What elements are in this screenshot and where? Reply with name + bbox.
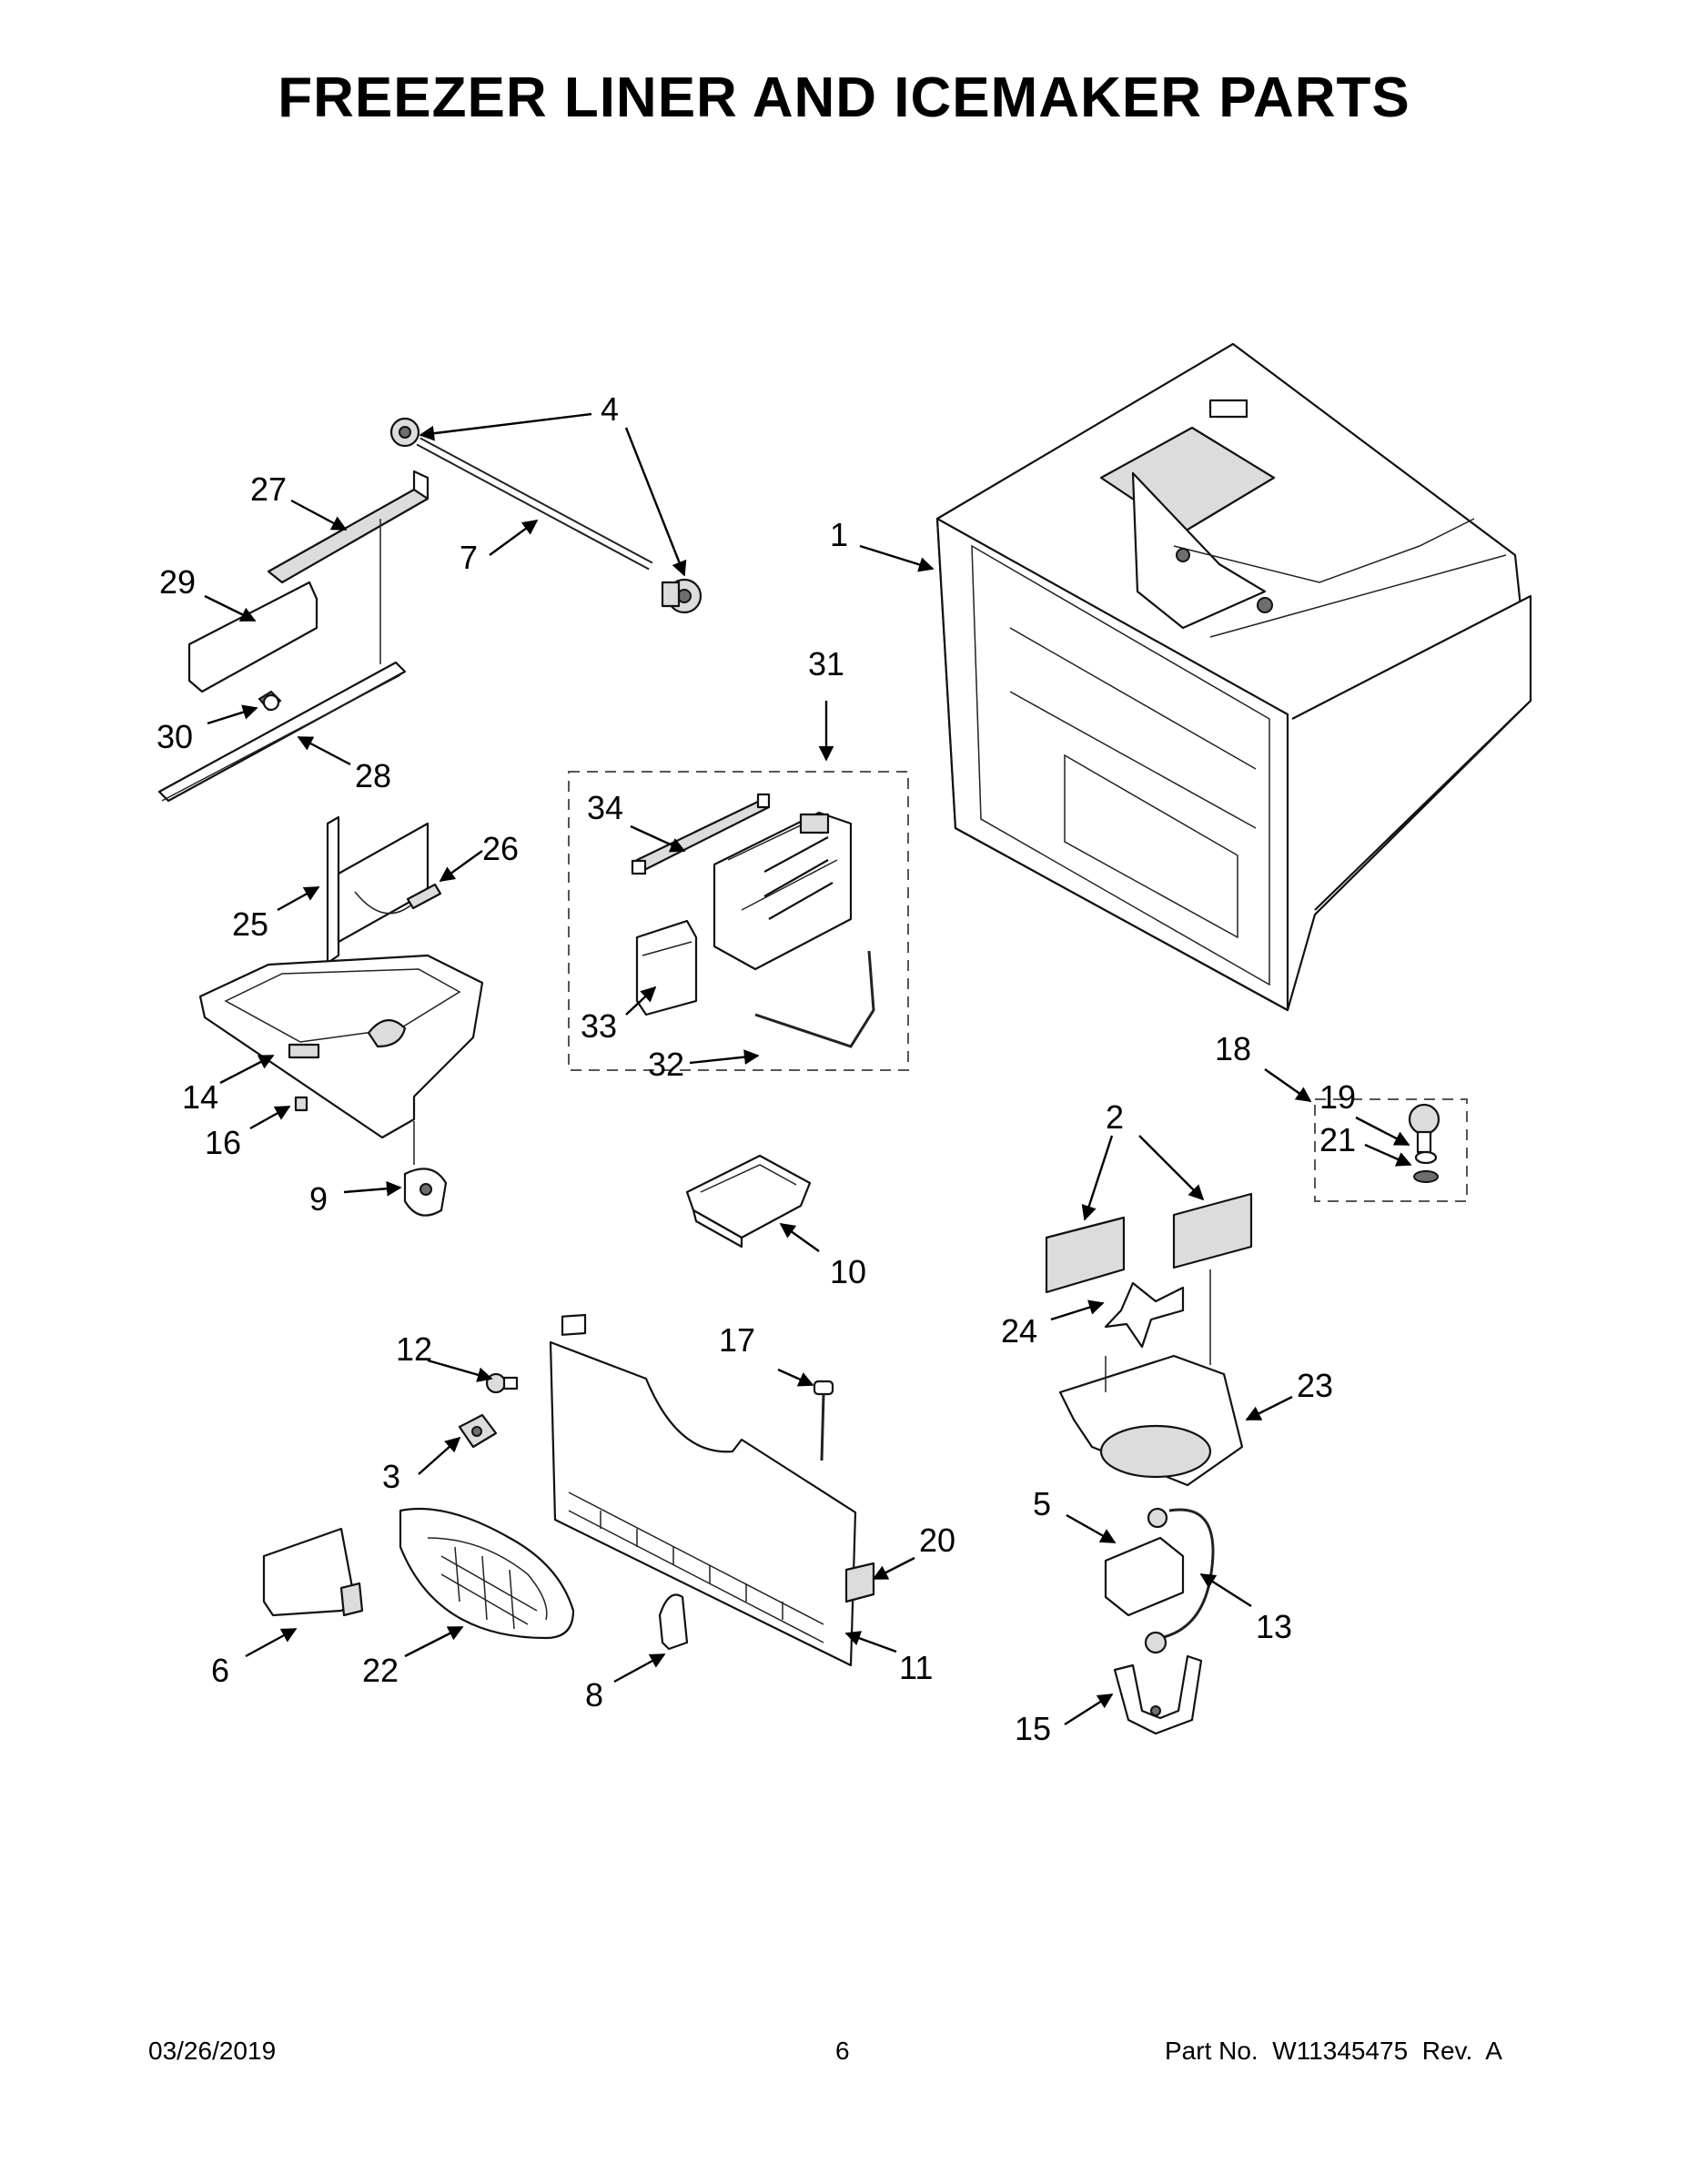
- evaporator-fan-motor[interactable]: [1104, 1507, 1215, 1735]
- callout-18: 18: [1215, 1030, 1251, 1067]
- callout-34: 34: [587, 789, 623, 826]
- callout-25: 25: [232, 905, 268, 943]
- callout-29: 29: [159, 563, 196, 601]
- callout-30: 30: [157, 718, 193, 755]
- callout-21: 21: [1319, 1121, 1356, 1158]
- retainer-clip-part[interactable]: [658, 1593, 689, 1651]
- auger-gear-part[interactable]: [389, 417, 702, 614]
- callout-24: 24: [1001, 1312, 1037, 1350]
- ice-bucket-housing[interactable]: [198, 954, 484, 1217]
- callout-31: 31: [808, 645, 844, 682]
- callout-14: 14: [182, 1078, 218, 1116]
- footer-part-number: Part No. W11345475 Rev. A: [1165, 2037, 1502, 2065]
- callout-1: 1: [830, 516, 848, 553]
- callout-33: 33: [581, 1007, 617, 1045]
- water-valve-part[interactable]: [1408, 1103, 1440, 1183]
- valve-kit-outline: [1314, 1098, 1468, 1202]
- fan-assembly[interactable]: [1045, 1192, 1253, 1487]
- leader-lines: [204, 412, 1412, 1726]
- footer-page-number: 6: [835, 2037, 850, 2065]
- callout-10: 10: [830, 1253, 866, 1290]
- callout-32: 32: [648, 1046, 684, 1083]
- callout-7: 7: [460, 539, 478, 576]
- callout-15: 15: [1015, 1710, 1051, 1747]
- callout-28: 28: [355, 757, 391, 794]
- icemaker-assembly[interactable]: [631, 793, 875, 1048]
- callout-2: 2: [1106, 1098, 1124, 1136]
- air-grille-part[interactable]: [399, 1507, 575, 1640]
- callout-12: 12: [396, 1330, 432, 1368]
- footer-date: 03/26/2019: [148, 2037, 277, 2065]
- icemaker-kit-outline: [568, 771, 909, 1071]
- evaporator-cover-panel[interactable]: [549, 1313, 875, 1667]
- callout-5: 5: [1033, 1485, 1051, 1522]
- slide-rail-assembly[interactable]: [157, 470, 430, 803]
- freezer-liner-part[interactable]: [935, 342, 1532, 1012]
- callout-8: 8: [585, 1676, 603, 1714]
- callout-6: 6: [211, 1652, 229, 1689]
- callout-16: 16: [205, 1124, 241, 1161]
- callout-17: 17: [719, 1321, 755, 1359]
- callout-3: 3: [382, 1458, 400, 1495]
- callout-27: 27: [250, 470, 287, 508]
- ice-bin-part[interactable]: [685, 1154, 812, 1249]
- auger-motor-bracket[interactable]: [326, 815, 442, 965]
- callout-22: 22: [362, 1652, 399, 1689]
- duct-cover-part[interactable]: [262, 1527, 364, 1617]
- callout-9: 9: [309, 1180, 328, 1218]
- callout-4: 4: [601, 390, 619, 428]
- callout-26: 26: [482, 830, 519, 867]
- callout-20: 20: [919, 1522, 955, 1559]
- callout-13: 13: [1256, 1608, 1292, 1645]
- small-hardware-parts[interactable]: [458, 1372, 834, 1461]
- callout-19: 19: [1319, 1078, 1356, 1116]
- callout-23: 23: [1297, 1367, 1333, 1404]
- callout-11: 11: [899, 1649, 933, 1686]
- page-title: FREEZER LINER AND ICEMAKER PARTS: [278, 66, 1410, 129]
